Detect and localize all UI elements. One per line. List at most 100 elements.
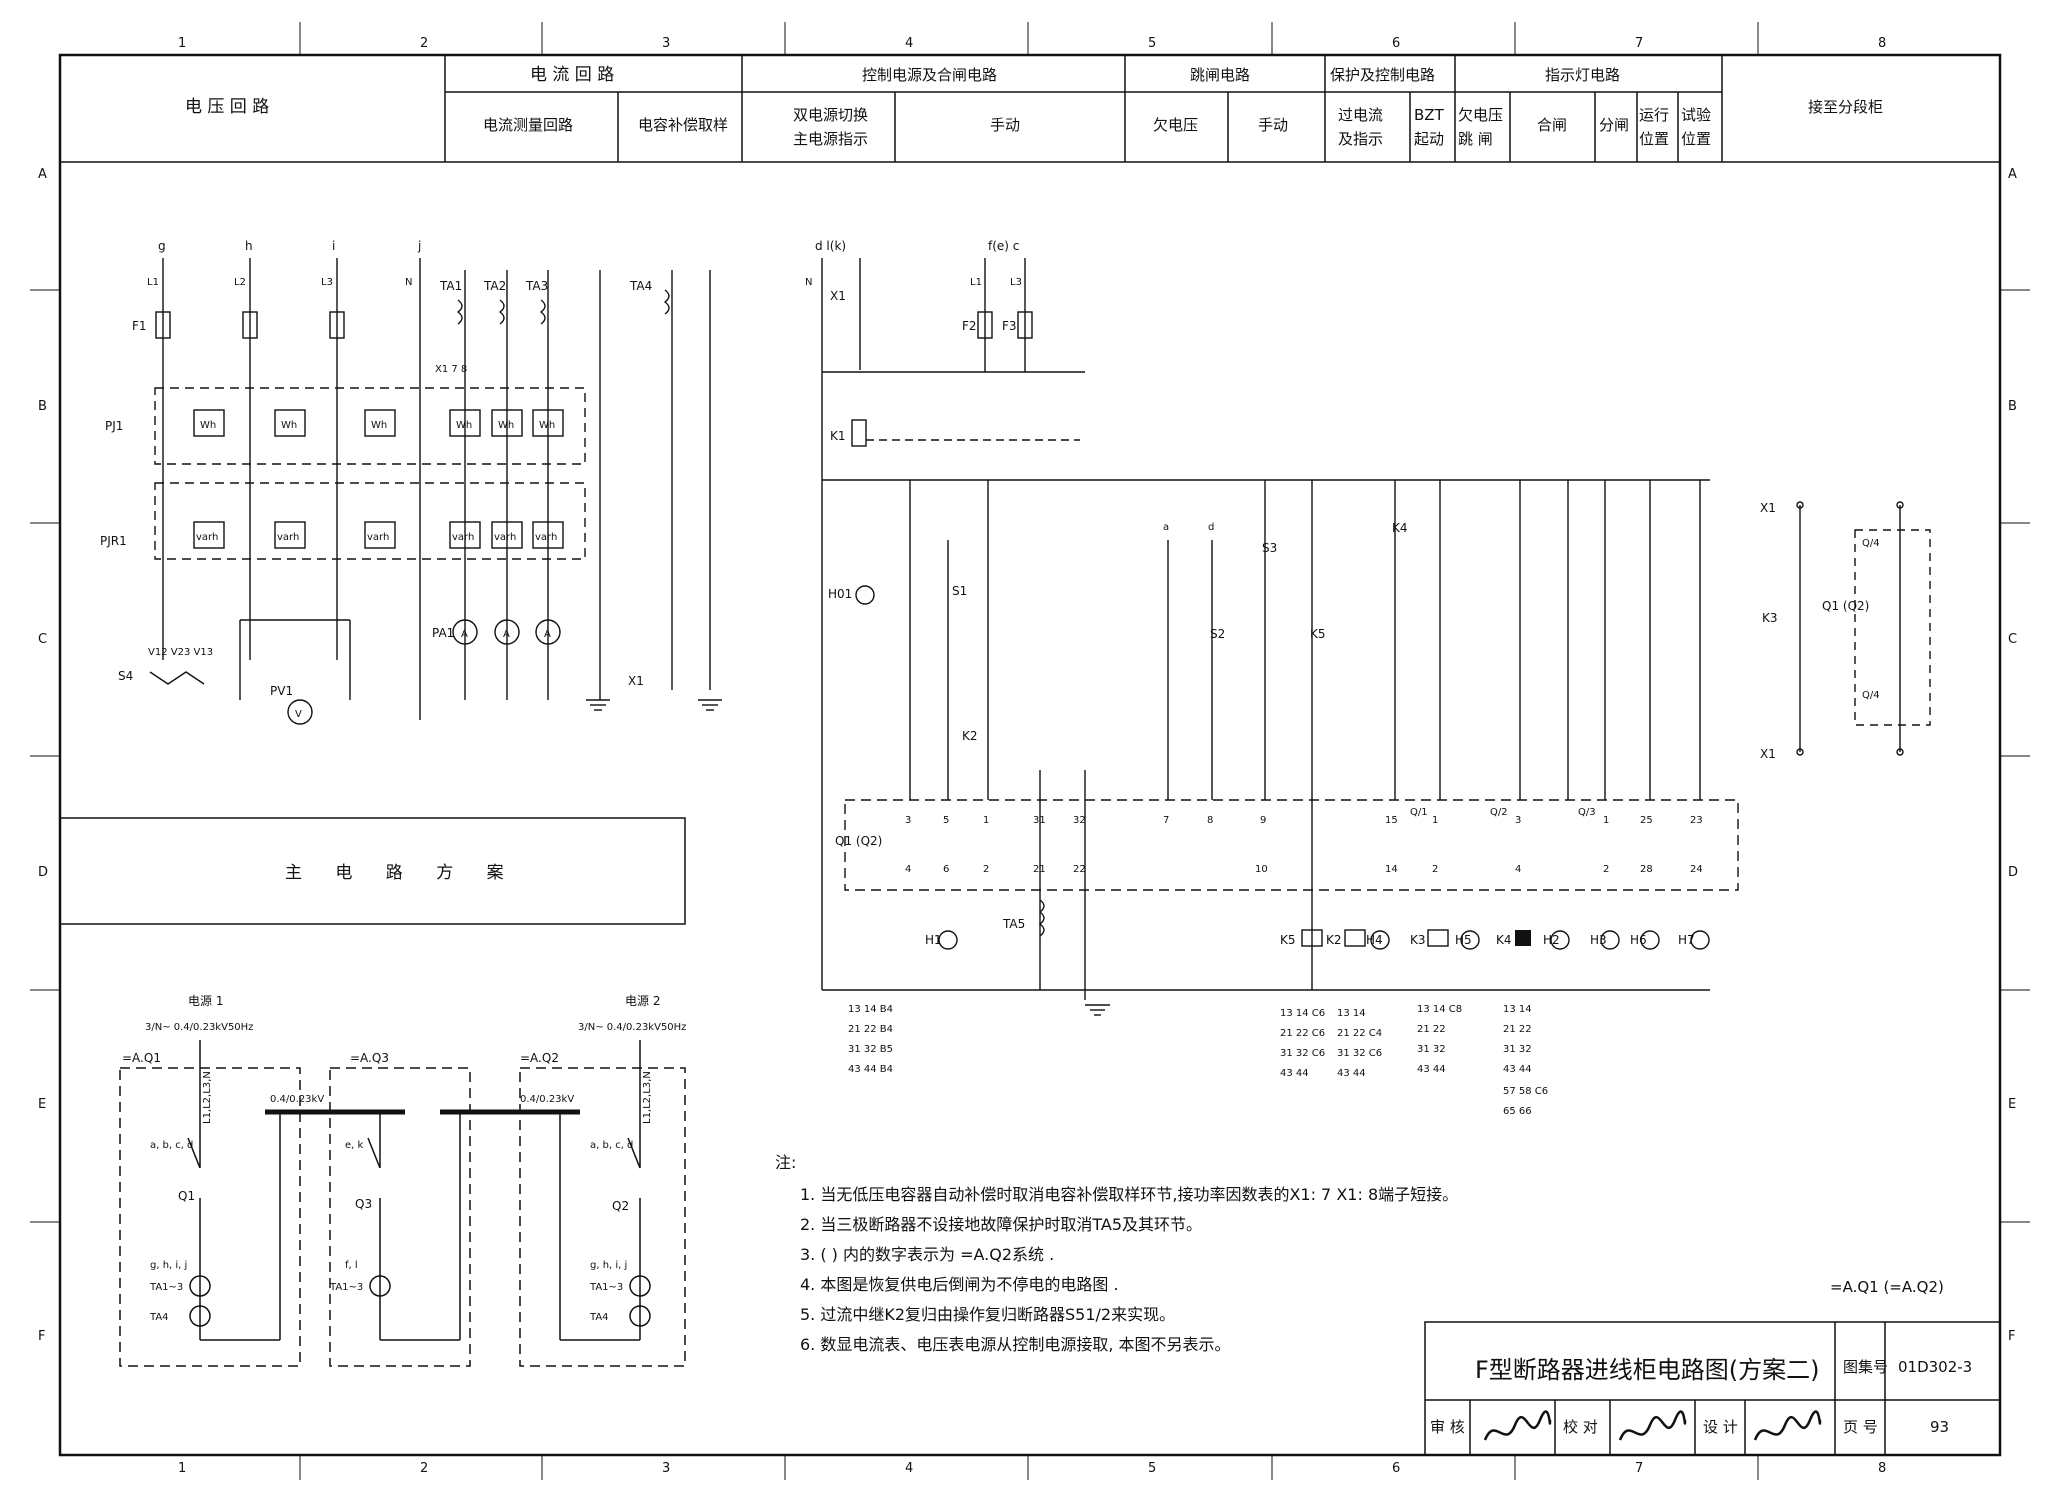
cc-lamp-h6: H6 [1630,933,1647,947]
ct5-r1: 13 14 [1503,1004,1532,1015]
cc-bot-term-1: 6 [943,864,949,875]
mc-ta13-2: TA1~3 [329,1282,363,1293]
cc-k5: K5 [1310,627,1326,641]
vc-wh-5: Wh [498,420,514,431]
fuse-f1-l3 [329,311,345,339]
signature-review [1483,1410,1552,1441]
cc-top-term-11: 1 [1603,815,1609,826]
mc-aq2: =A.Q2 [520,1051,559,1065]
vc-varh-5: varh [494,532,516,543]
grid-col-1-bottom: 1 [178,1461,186,1476]
cc-lamp-h7: H7 [1678,933,1695,947]
vc-wh-4: Wh [456,420,472,431]
cc-k4: K4 [1392,521,1408,535]
grid-col-8: 8 [1878,36,1886,51]
vc-varh-4: varh [452,532,474,543]
vc-varh-1: varh [196,532,218,543]
header-close: 合闸 [1537,116,1567,134]
header-control-power: 控制电源及合闸电路 [862,66,997,84]
vc-varh-2: varh [277,532,299,543]
grid-row-f: F [38,1329,45,1344]
cc-top-left: d l(k) [815,239,846,253]
mc-bus2: 0.4/0.23kV [520,1094,574,1105]
k3-circuit [1796,501,1931,756]
header-dual-switch-1: 双电源切换 [793,106,868,124]
vc-pa1: PA1 [432,626,454,640]
header-current-loop: 电 流 回 路 [530,65,614,85]
vc-ta3: TA3 [525,279,548,293]
mc-q2: Q2 [612,1199,629,1213]
ct4-r2: 21 22 [1417,1024,1446,1035]
cc-coil-k4: K4 [1496,933,1512,947]
note-4: 4. 本图是恢复供电后倒闸为不停电的电路图 . [800,1275,1119,1294]
vc-s4: S4 [118,669,133,683]
header-dual-switch-2: 主电源指示 [793,130,868,148]
cc-top-term-0: 3 [905,815,911,826]
k3-x1-top: X1 [1760,501,1776,515]
grid-col-7-bottom: 7 [1635,1461,1643,1476]
header-run-pos-1: 运行 [1639,106,1669,124]
cc-bot-term-6: 14 [1385,864,1398,875]
vc-pv1: PV1 [270,684,293,698]
grid-row-d: D [38,865,48,880]
cc-k2: K2 [962,729,978,743]
header-uv-trip-2: 跳 闸 [1458,130,1493,148]
note-5: 5. 过流中继K2复归由操作复归断路器S51/2来实现。 [800,1305,1175,1324]
vc-varh-6: varh [535,532,557,543]
header-table [60,55,2000,163]
cc-s2: S2 [1210,627,1225,641]
cc-coil-k5: K5 [1280,933,1296,947]
header-undervoltage: 欠电压 [1153,116,1198,134]
mc-phases-1: L1,L2,L3,N [202,1071,213,1124]
mc-q1: Q1 [178,1189,195,1203]
vc-phase-n: N [405,277,412,288]
cc-lamp-h2: H2 [1543,933,1560,947]
cc-q-2: Q/2 [1490,807,1508,818]
header-trip-circuit: 跳闸电路 [1190,66,1250,84]
ct3-r1: 13 14 [1337,1008,1366,1019]
header-uv-trip-1: 欠电压 [1458,106,1503,124]
vc-wh-2: Wh [281,420,297,431]
header-run-pos-2: 位置 [1639,130,1669,148]
title-block-check: 校 对 [1563,1418,1598,1436]
mc-ghij-2: g, h, i, j [590,1260,627,1271]
mc-aq3: =A.Q3 [350,1051,389,1065]
cc-h01: H01 [828,587,852,601]
cc-top-term-8: 15 [1385,815,1398,826]
grid-col-2-bottom: 2 [420,1461,428,1476]
ct5-r6: 65 66 [1503,1106,1532,1117]
ct1-r4: 43 44 B4 [848,1064,893,1075]
title-block-review: 审 核 [1430,1418,1465,1436]
vc-x1: X1 [628,674,644,688]
cc-s1: S1 [952,584,967,598]
vc-a-1: A [461,629,468,640]
grid-row-f-right: F [2008,1329,2015,1344]
grid-col-7: 7 [1635,36,1643,51]
note-6: 6. 数显电流表、电压表电源从控制电源接取, 本图不另表示。 [800,1335,1231,1354]
vc-wh-3: Wh [371,420,387,431]
cc-top-term-5: 7 [1163,815,1169,826]
grid-row-b: B [38,399,47,414]
grid-row-c: C [38,632,47,647]
vc-varh-3: varh [367,532,389,543]
title-block-page-label: 页 号 [1843,1418,1878,1436]
cc-s3: S3 [1262,541,1277,555]
cc-top-right: f(e) c [988,239,1019,253]
pj1-box [154,387,586,465]
mc-aq1: =A.Q1 [122,1051,161,1065]
header-overcurrent-1: 过电流 [1338,106,1383,124]
cc-q-1: Q/1 [1410,807,1428,818]
mc-ghij-1: g, h, i, j [150,1260,187,1271]
cc-ad-a: a [1163,522,1169,533]
vc-a-2: A [503,629,510,640]
cc-l3: L3 [1010,277,1022,288]
cc-q1q2: Q1 (Q2) [835,834,882,848]
vc-letter-j: j [417,239,421,253]
ct2-r3: 31 32 C6 [1280,1048,1325,1059]
vc-ta1: TA1 [439,279,462,293]
ref-label: =A.Q1 (=A.Q2) [1830,1278,1944,1296]
cc-coil-k2: K2 [1326,933,1342,947]
cc-top-term-9: 1 [1432,815,1438,826]
mc-spec-1: 3/N~ 0.4/0.23kV50Hz [145,1022,253,1033]
